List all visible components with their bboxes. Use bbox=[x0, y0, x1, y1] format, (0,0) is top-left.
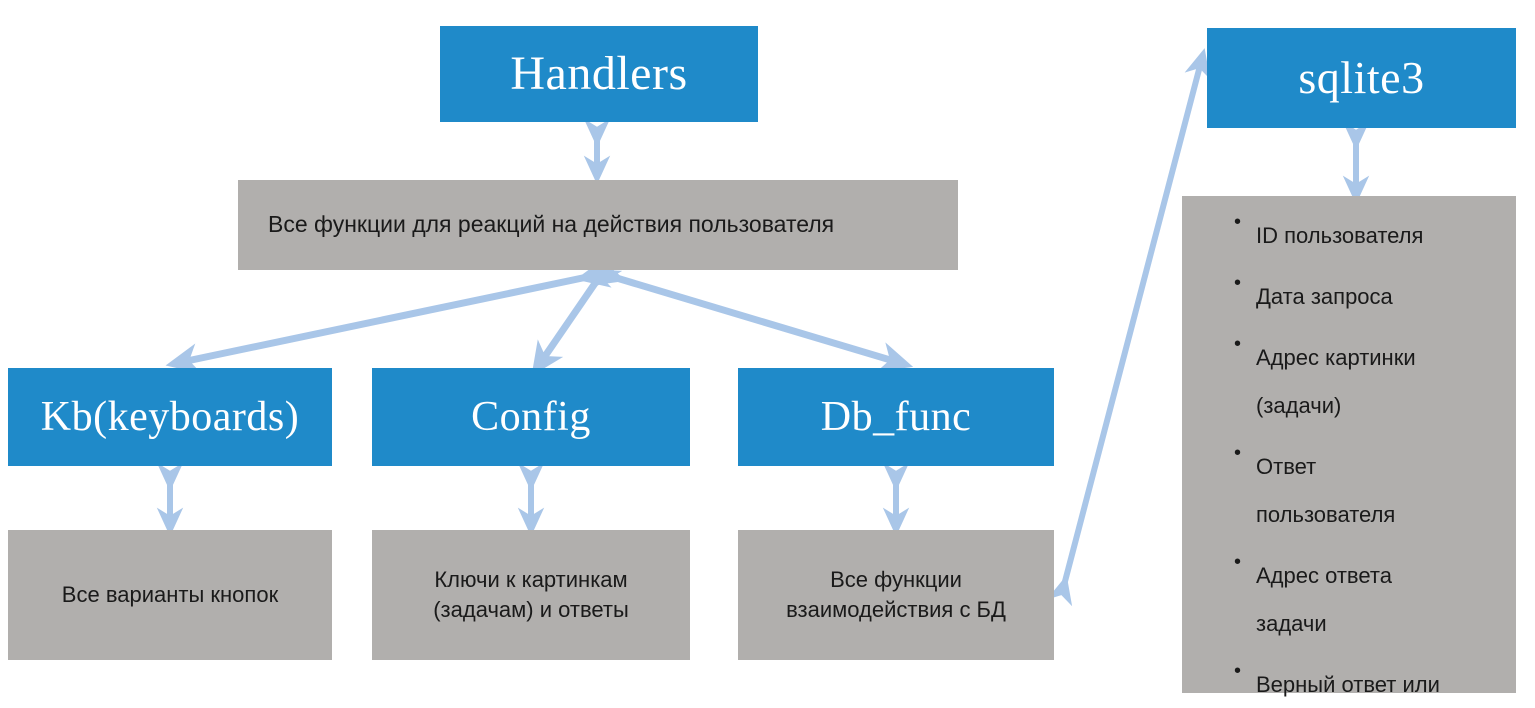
schema-fields-list: • ID пользователя • Дата запроса • Адрес карт… bbox=[1212, 212, 1502, 708]
description-label-db-func: Все функции взаимодействия с БД bbox=[786, 567, 1006, 622]
schema-field-item: • ID пользователя bbox=[1234, 212, 1502, 260]
schema-fields-panel[interactable]: • ID пользователя • Дата запроса • Адрес карт… bbox=[1182, 196, 1516, 697]
module-label-keyboards: Kb(keyboards) bbox=[40, 393, 300, 440]
schema-field-item: • Верный ответ или нет bbox=[1234, 661, 1502, 708]
module-label-handlers: Handlers bbox=[510, 46, 688, 100]
module-box-keyboards[interactable]: Kb(keyboards) bbox=[8, 368, 332, 466]
schema-field-label: ID пользователя bbox=[1256, 223, 1424, 248]
schema-field-label: Дата запроса bbox=[1256, 283, 1393, 309]
schema-field-item: • Ответ пользователя bbox=[1234, 443, 1502, 539]
schema-field-label: Верный ответ или нет bbox=[1256, 671, 1440, 697]
arrow-description-to-keyboards bbox=[165, 257, 612, 374]
module-label-db-func: Db_func bbox=[820, 393, 972, 440]
bullet-icon: • bbox=[1234, 659, 1242, 682]
module-label-config: Config bbox=[471, 393, 591, 440]
description-box-handlers[interactable]: Все функции для реакций на действия поль… bbox=[238, 180, 958, 270]
arrow-description-to-config bbox=[531, 253, 623, 376]
description-box-config[interactable]: Ключи к картинкам (задачам) и ответы bbox=[372, 530, 690, 660]
bullet-icon: • bbox=[1234, 271, 1242, 294]
arrow-description-to-db-func bbox=[589, 256, 914, 372]
bullet-icon: • bbox=[1234, 211, 1242, 233]
bullet-icon: • bbox=[1234, 441, 1242, 464]
module-box-config[interactable]: Config bbox=[372, 368, 690, 466]
schema-field-item: • Дата запроса bbox=[1234, 273, 1502, 321]
arrow-db-func-description-to-sqlite3 bbox=[1046, 48, 1211, 607]
schema-field-label: Адрес ответа задачи bbox=[1256, 562, 1392, 636]
description-box-db-func[interactable]: Все функции взаимодействия с БД bbox=[738, 530, 1054, 660]
description-label-config: Ключи к картинкам (задачам) и ответы bbox=[433, 567, 629, 622]
schema-field-label: Адрес картинки (задачи) bbox=[1256, 344, 1416, 418]
description-label-keyboards: Все варианты кнопок bbox=[61, 582, 279, 608]
module-box-db-func[interactable]: Db_func bbox=[738, 368, 1054, 466]
schema-field-item: • Адрес ответа задачи bbox=[1234, 552, 1502, 648]
bullet-icon: • bbox=[1234, 332, 1242, 355]
schema-field-label: Ответ пользователя bbox=[1256, 453, 1396, 527]
module-box-handlers[interactable]: Handlers bbox=[440, 26, 758, 122]
module-label-sqlite3: sqlite3 bbox=[1298, 51, 1425, 103]
schema-field-item: • Адрес картинки (задачи) bbox=[1234, 334, 1502, 430]
module-box-sqlite3[interactable]: sqlite3 bbox=[1207, 28, 1516, 128]
description-box-keyboards[interactable]: Все варианты кнопок bbox=[8, 530, 332, 660]
bullet-icon: • bbox=[1234, 550, 1242, 573]
description-label-handlers: Все функции для реакций на действия поль… bbox=[268, 211, 835, 238]
